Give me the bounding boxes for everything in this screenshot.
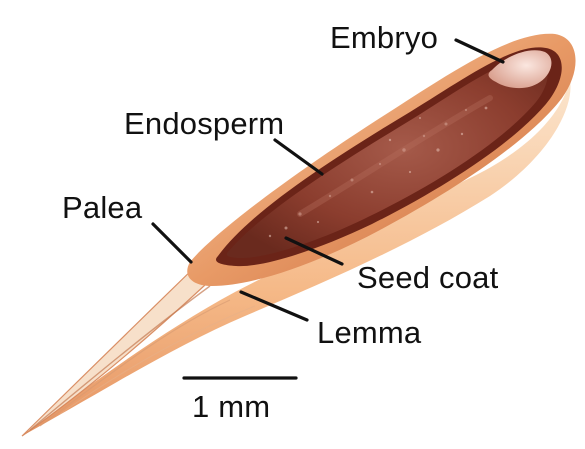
embryo-label: Embryo: [330, 22, 438, 53]
palea-label: Palea: [62, 192, 142, 223]
lemma-label: Lemma: [317, 317, 421, 348]
palea-leader: [153, 224, 191, 262]
scale-bar-label: 1 mm: [192, 391, 270, 422]
seed-coat-label: Seed coat: [357, 262, 498, 293]
endosperm-leader: [275, 140, 322, 174]
endosperm-label: Endosperm: [124, 108, 284, 139]
